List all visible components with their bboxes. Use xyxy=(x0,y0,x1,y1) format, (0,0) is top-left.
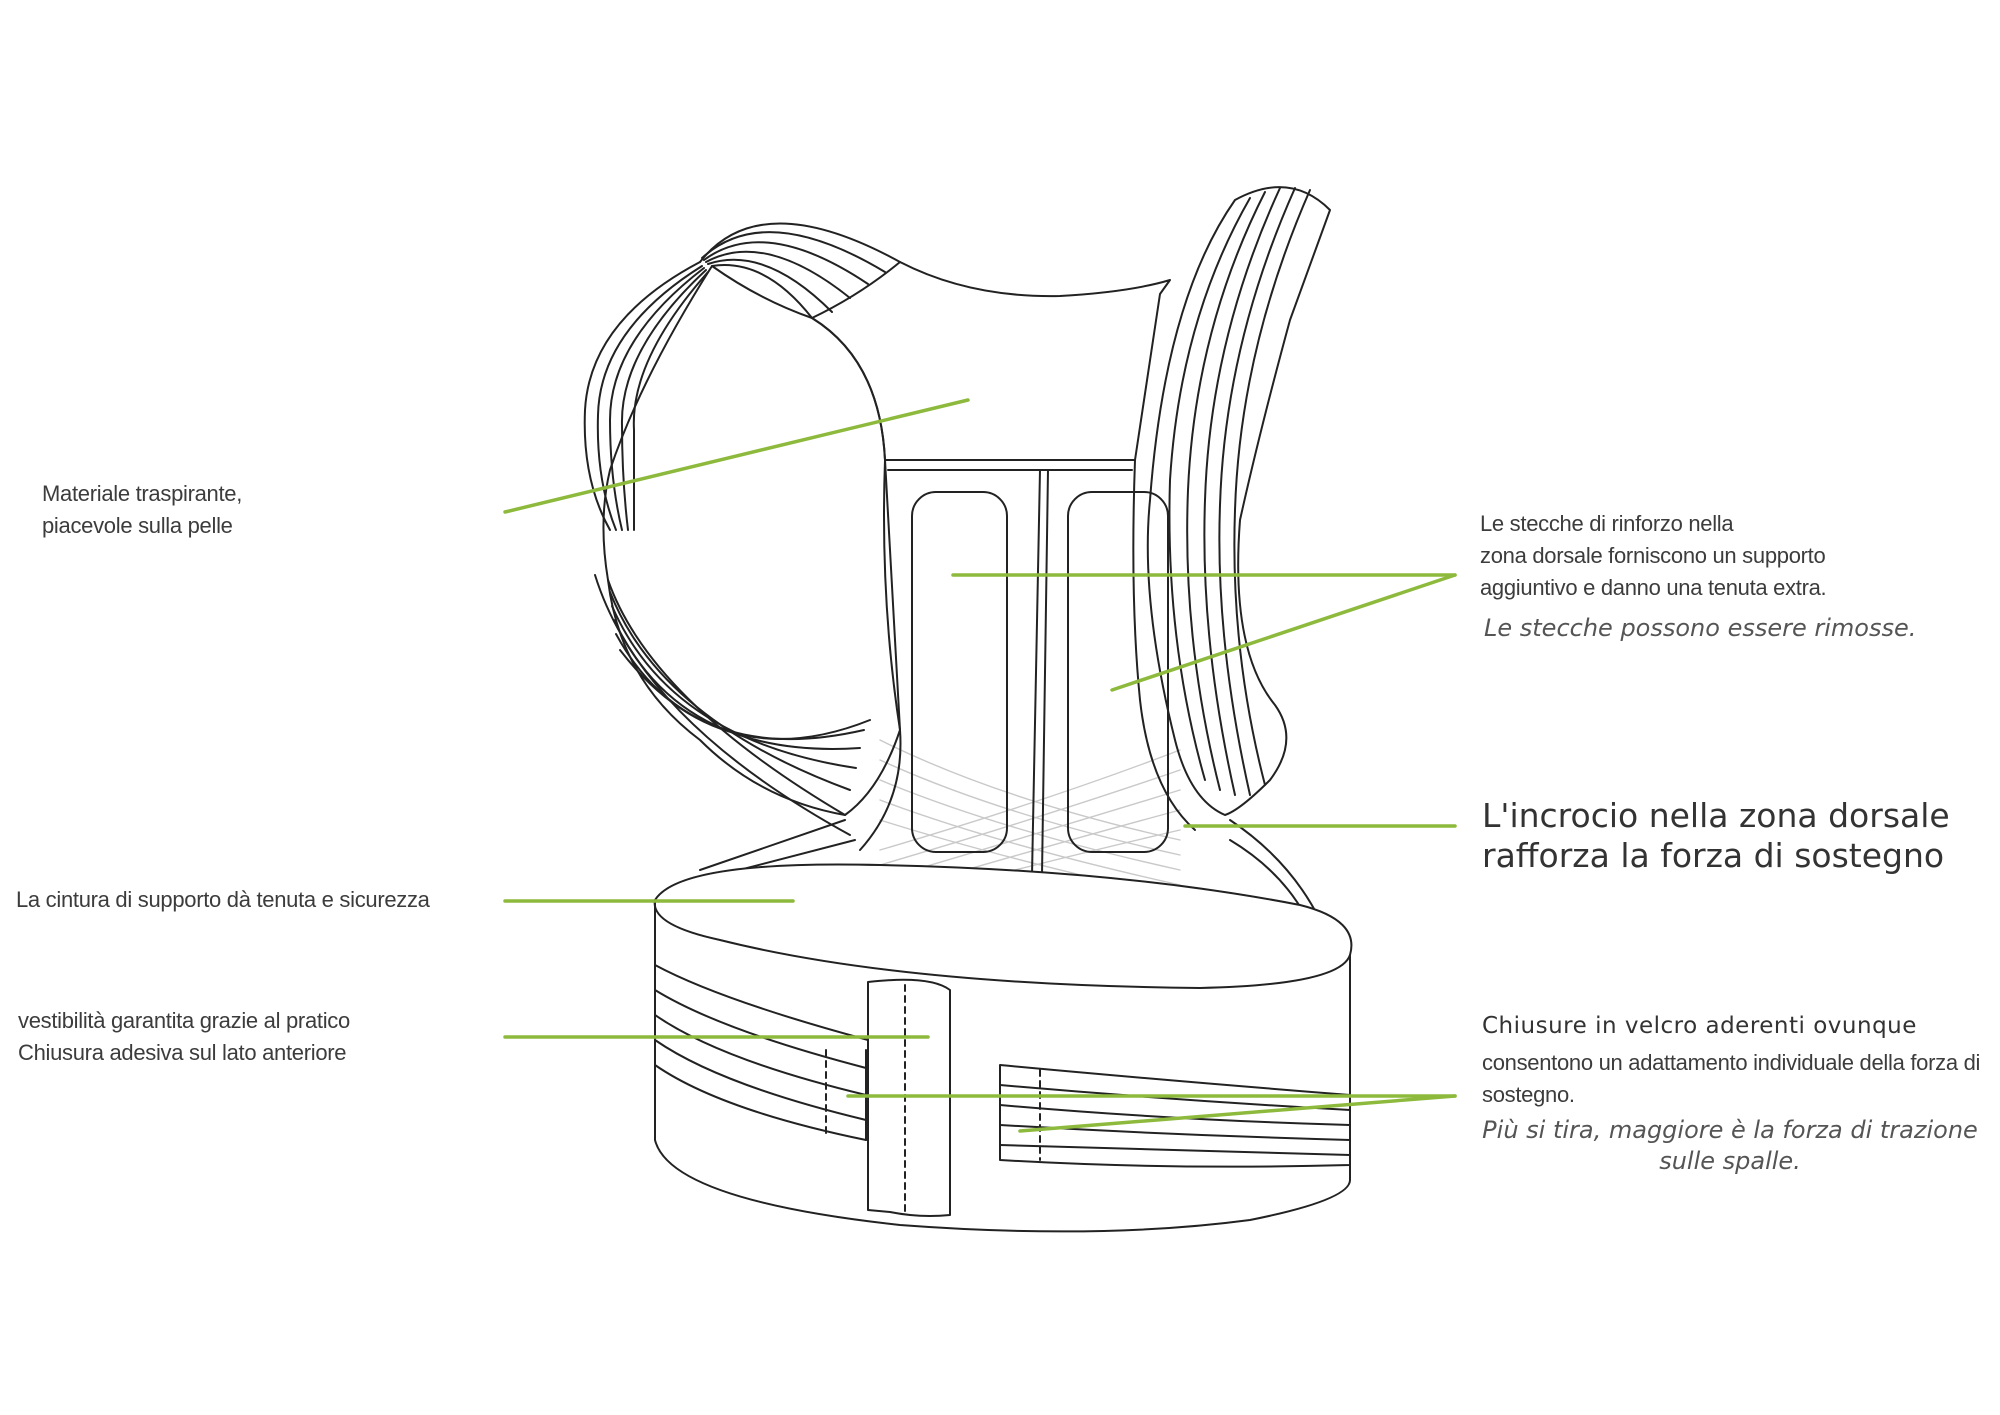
back-support-panel xyxy=(859,459,1196,876)
leader-velcro-2 xyxy=(1018,1094,1457,1133)
label-velcro-description: consentono un adattamento individuale de… xyxy=(1482,1050,1981,1107)
neck-yoke xyxy=(811,261,1171,461)
label-reinforcement-stays: Le stecche di rinforzo nella zona dorsal… xyxy=(1480,511,1827,600)
label-stays-removable: Le stecche possono essere rimosse. xyxy=(1484,614,1917,642)
leader-lines xyxy=(503,398,1457,1133)
label-breathable-material: Materiale traspirante, piacevole sulla p… xyxy=(42,481,243,538)
right-shoulder-strap xyxy=(1146,186,1331,816)
leader-stays-2 xyxy=(1110,573,1457,692)
label-velcro-note: Più si tira, maggiore è la forza di traz… xyxy=(1482,1116,1978,1176)
leader-material xyxy=(503,398,970,514)
label-front-closure: vestibilità garantita grazie al pratico … xyxy=(18,1008,350,1065)
left-stay xyxy=(911,491,1008,853)
label-back-cross: L'incrocio nella zona dorsale rafforza l… xyxy=(1482,796,1950,875)
label-support-belt: La cintura di supporto dà tenuta e sicur… xyxy=(16,887,430,912)
waist-belt xyxy=(653,863,1353,1233)
left-shoulder-strap xyxy=(583,222,901,836)
label-velcro-heading: Chiusure in velcro aderenti ovunque xyxy=(1482,1013,1917,1039)
